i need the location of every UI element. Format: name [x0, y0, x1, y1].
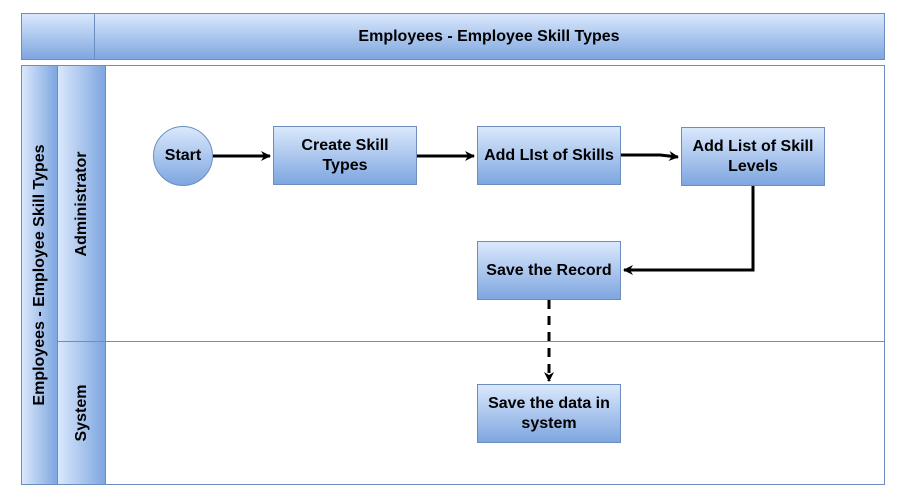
title-bar-divider: [94, 14, 95, 59]
node-save-the-record[interactable]: Save the Record: [477, 241, 621, 300]
pool-label-strip: Employees - Employee Skill Types: [22, 66, 58, 484]
lane-label-strip-system: System: [58, 341, 106, 484]
node-add-list-of-skills[interactable]: Add LIst of Skills: [477, 126, 621, 185]
node-add-list-of-skill-levels[interactable]: Add List of Skill Levels: [681, 127, 825, 186]
node-create-skill-types[interactable]: Create Skill Types: [273, 126, 417, 185]
lane-separator: [58, 341, 884, 342]
diagram-title: Employees - Employee Skill Types: [358, 27, 620, 45]
lane-label-strip-administrator: Administrator: [58, 66, 106, 341]
node-start[interactable]: Start: [153, 126, 213, 186]
diagram-title-bar: Employees - Employee Skill Types: [21, 13, 885, 60]
node-save-data-in-system[interactable]: Save the data in system: [477, 384, 621, 443]
edge-add-list-of-skill-levels-to-save-the-record: [623, 186, 755, 275]
edge-add-list-of-skills-to-add-list-of-skill-levels: [621, 151, 679, 161]
